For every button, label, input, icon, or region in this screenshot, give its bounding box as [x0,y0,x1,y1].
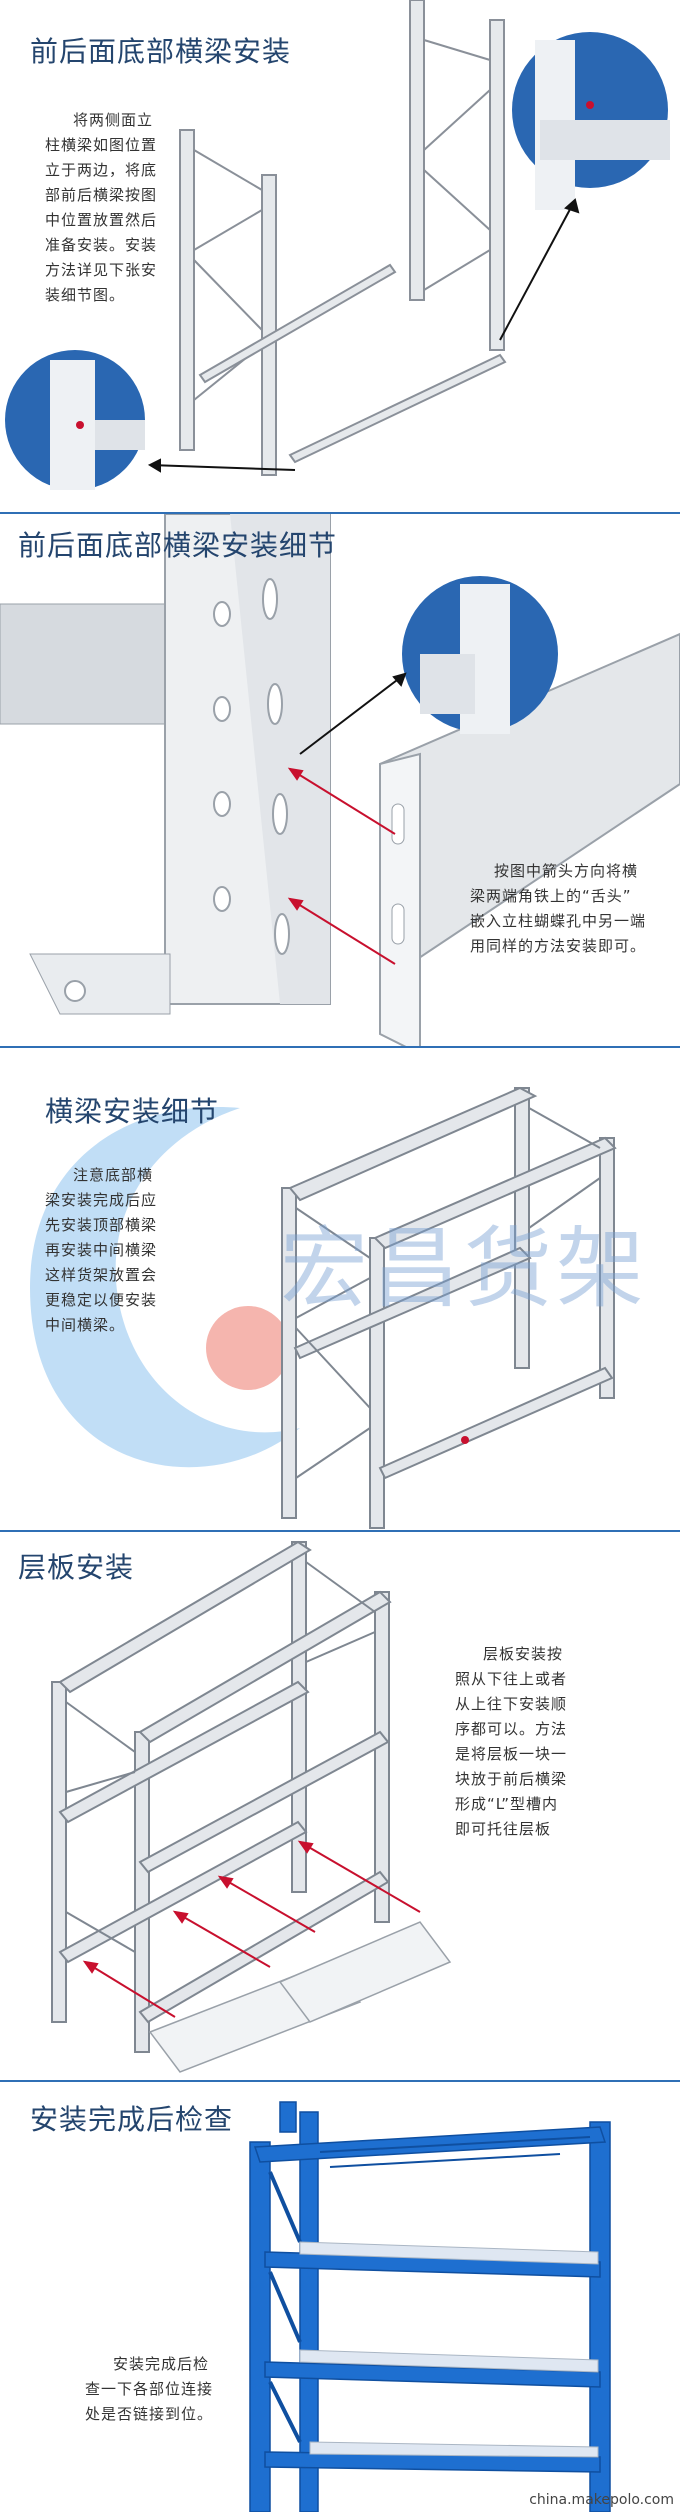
instruction-text: 层板安装按 照从下往上或者 从上往下安装顺 序都可以。方法 是将层板一块一 块放… [455,1645,568,1838]
section-divider [0,512,680,514]
section-title: 横梁安装细节 [45,1095,220,1128]
section-bottom-beam-install: 前后面底部横梁安装 将两侧面立 柱横梁如图位置 立于两边，将底 部前后横梁按图 … [0,0,680,512]
finished-rack-illustration [249,2101,611,2512]
beam-install-illustration [30,1086,617,1529]
section-divider [0,1046,680,1048]
section-shelf-install: 层板安装 层板安装按 照从下往上或者 从上往下安装顺 序都可以。方法 是将层板一… [0,1532,680,2080]
bottom-beam-illustration [5,0,670,490]
section-beam-install-detail: 宏昌货架 横梁安装细节 注意底部横 梁安装完成后应 先安装顶部横梁 再安装中间横… [0,1048,680,1530]
section-divider [0,1530,680,1532]
section-title: 前后面底部横梁安装 [30,35,292,68]
shelf-install-illustration [51,1540,452,2073]
watermark-logo: 宏昌货架 [280,1217,649,1320]
section-divider [0,2080,680,2082]
logo-dot [206,1306,290,1390]
logo-swoosh [30,1107,300,1468]
site-watermark: china.makepolo.com [529,2492,674,2508]
section-final-check: 安装完成后检查 安装完成后检 查一下各部位连接 处是否链接到位。 china.m… [0,2082,680,2512]
beam-detail-illustration [0,514,680,1046]
instruction-text: 将两侧面立 柱横梁如图位置 立于两边，将底 部前后横梁按图 中位置放置然后 准备… [45,111,158,304]
section-bottom-beam-detail: 前后面底部横梁安装细节 按图中箭头方向将横 梁两端角铁上的“舌头” 嵌入立柱蝴蝶… [0,514,680,1046]
instruction-text: 安装完成后检 查一下各部位连接 处是否链接到位。 [85,2355,214,2423]
section-title: 安装完成后检查 [30,2103,234,2136]
instruction-text: 注意底部横 梁安装完成后应 先安装顶部横梁 再安装中间横梁 这样货架放置会 更稳… [45,1166,158,1334]
section-title: 前后面底部横梁安装细节 [18,529,338,562]
section-title: 层板安装 [18,1551,135,1584]
instruction-text: 按图中箭头方向将横 梁两端角铁上的“舌头” 嵌入立柱蝴蝶孔中另一端 用同样的方法… [470,862,647,955]
